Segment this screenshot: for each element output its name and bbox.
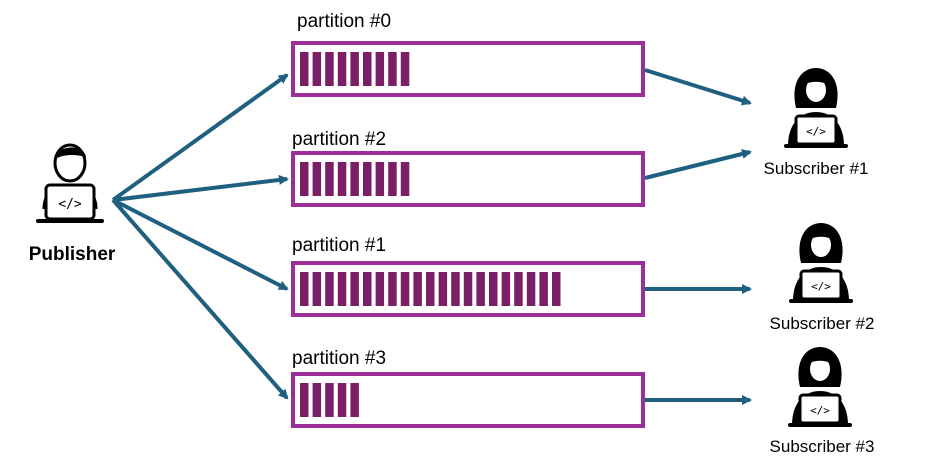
- bangs: [809, 357, 831, 363]
- subscriber-arrows: [644, 68, 752, 405]
- subscriber-2-developer-icon: </>: [789, 223, 853, 303]
- message-bar: [337, 383, 347, 417]
- message-bar: [476, 272, 485, 306]
- message-stack: [300, 383, 359, 417]
- partition-label: partition #0: [297, 11, 391, 32]
- message-bar: [388, 162, 397, 196]
- message-bar: [312, 162, 322, 196]
- message-bar: [489, 272, 498, 306]
- message-bar: [337, 272, 347, 306]
- message-bar: [350, 162, 359, 196]
- message-bar: [325, 383, 334, 417]
- code-icon: </>: [811, 280, 831, 293]
- message-bar: [400, 272, 410, 306]
- hair: [55, 147, 86, 159]
- arrow-partition-0-to-subscriber-1: [644, 68, 752, 106]
- message-bar: [375, 162, 385, 196]
- publisher-developer-icon: </>: [36, 143, 104, 223]
- message-bar: [388, 52, 397, 86]
- message-bar: [312, 383, 322, 417]
- arrow-to-partition-2: [112, 174, 289, 202]
- message-bar: [312, 52, 322, 86]
- bangs: [810, 233, 832, 239]
- message-bar: [350, 272, 359, 306]
- message-bar: [337, 52, 347, 86]
- message-bar: [514, 272, 523, 306]
- subscriber-3-developer-icon: </>: [788, 347, 852, 427]
- message-bar: [388, 272, 397, 306]
- message-bar: [552, 272, 561, 306]
- partition-label: partition #3: [292, 348, 386, 369]
- partition-0: partition #0: [291, 11, 645, 97]
- message-bar: [363, 162, 372, 196]
- message-bar: [300, 272, 309, 306]
- subscriber-3-label: Subscriber #3: [770, 437, 875, 456]
- message-bar: [363, 272, 372, 306]
- partition-2: partition #2: [291, 129, 645, 207]
- message-bar: [325, 52, 334, 86]
- message-bar: [337, 162, 347, 196]
- message-bar: [325, 272, 334, 306]
- arrow-to-partition-0: [111, 73, 289, 202]
- message-bar: [300, 52, 309, 86]
- subscriber-1-label: Subscriber #1: [764, 159, 869, 178]
- message-bar: [413, 272, 422, 306]
- arrow-to-partition-3: [111, 198, 289, 400]
- message-bar: [350, 383, 359, 417]
- publisher-arrows: [111, 73, 289, 400]
- code-icon: </>: [806, 125, 826, 138]
- message-bar: [375, 52, 385, 86]
- head: [804, 76, 828, 104]
- message-bar: [463, 272, 473, 306]
- message-bar: [325, 162, 334, 196]
- message-bar: [300, 162, 309, 196]
- message-bar: [438, 272, 448, 306]
- partition-3: partition #3: [291, 348, 645, 428]
- bangs: [805, 78, 827, 84]
- message-bar: [312, 272, 322, 306]
- message-stack: [300, 272, 561, 306]
- message-stack: [300, 162, 410, 196]
- head: [808, 355, 832, 383]
- message-bar: [451, 272, 460, 306]
- partition-label: partition #2: [292, 129, 386, 150]
- message-bar: [526, 272, 536, 306]
- message-bar: [539, 272, 548, 306]
- code-icon: </>: [58, 197, 82, 212]
- message-bar: [501, 272, 511, 306]
- message-bar: [363, 52, 372, 86]
- code-icon: </>: [810, 404, 830, 417]
- arrow-partition-2-to-subscriber-1: [644, 149, 752, 180]
- publisher-label: Publisher: [29, 244, 116, 265]
- message-bar: [426, 272, 435, 306]
- subscriber-2-label: Subscriber #2: [770, 314, 875, 333]
- message-bar: [375, 272, 385, 306]
- message-bar: [350, 52, 359, 86]
- arrow-to-partition-1: [112, 198, 289, 291]
- message-bar: [400, 52, 410, 86]
- partition-1: partition #1: [291, 235, 645, 317]
- partition-label: partition #1: [292, 235, 386, 256]
- message-stack: [300, 52, 410, 86]
- head: [809, 231, 833, 259]
- message-bar: [400, 162, 410, 196]
- subscriber-1-developer-icon: </>: [784, 68, 848, 148]
- message-bar: [300, 383, 309, 417]
